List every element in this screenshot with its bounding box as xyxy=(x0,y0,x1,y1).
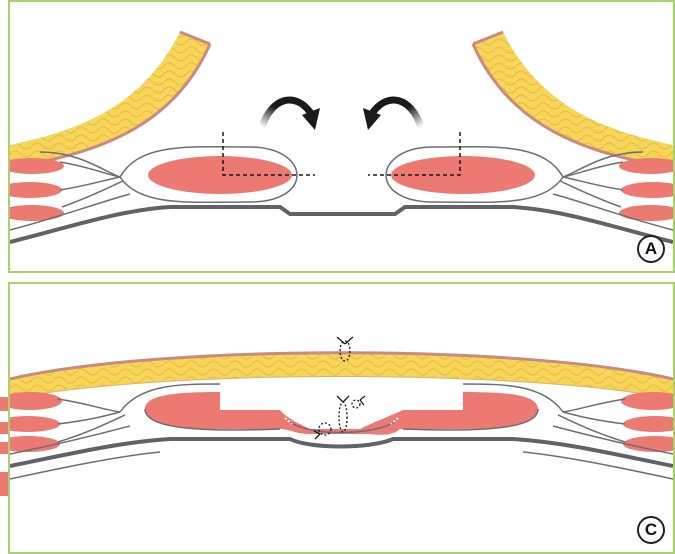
posterior-fascia xyxy=(10,207,673,242)
posterior-fascia xyxy=(10,439,673,466)
panel-c-illustration xyxy=(10,284,673,552)
right-subcutaneous-fat xyxy=(473,32,673,167)
panel-label-c: C xyxy=(637,516,665,544)
advanced-rectus-muscle xyxy=(145,392,538,435)
curved-arrow-icon xyxy=(262,100,320,130)
adjacent-panel-edge xyxy=(0,282,8,554)
curved-arrow-icon xyxy=(363,100,421,130)
fascia-lines xyxy=(58,399,625,442)
panel-label-a: A xyxy=(637,235,665,263)
subcutaneous-fat xyxy=(10,353,673,399)
right-rectus-muscle xyxy=(391,156,535,194)
right-rectus-sheath xyxy=(386,147,563,203)
left-lateral-muscles xyxy=(10,392,62,452)
panel-c: C xyxy=(8,282,675,554)
left-subcutaneous-fat xyxy=(10,32,210,167)
panel-a: A xyxy=(8,0,675,273)
right-lateral-muscles xyxy=(621,392,673,452)
panel-a-illustration xyxy=(10,2,673,271)
left-lateral-muscles xyxy=(10,158,64,221)
right-lateral-muscles xyxy=(619,158,673,221)
left-rectus-muscle xyxy=(148,156,292,194)
left-rectus-sheath xyxy=(120,147,297,203)
